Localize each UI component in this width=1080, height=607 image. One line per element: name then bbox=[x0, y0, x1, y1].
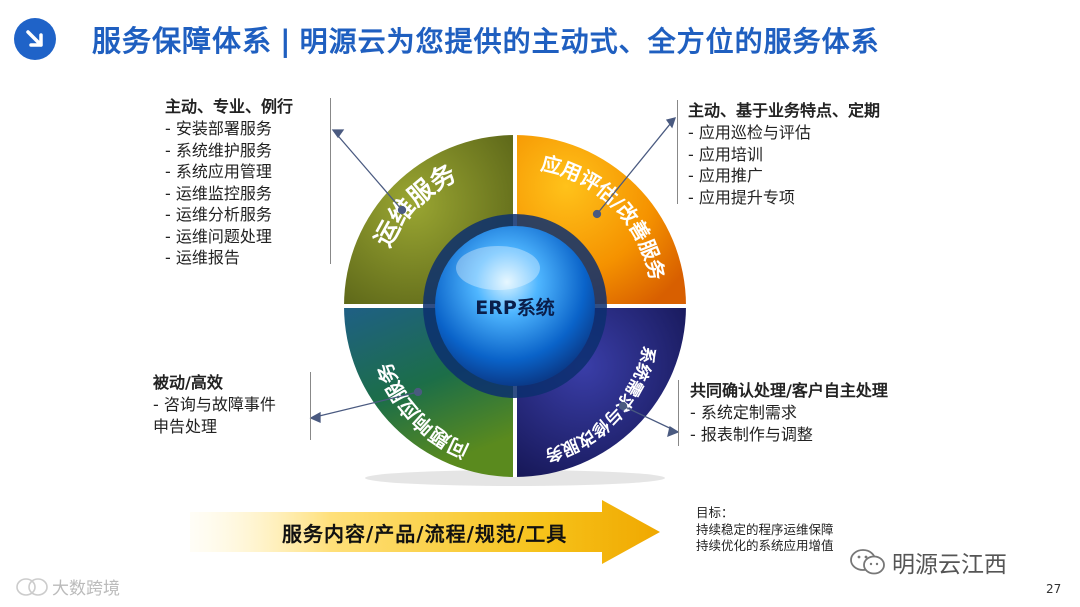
block-item: - 运维报告 bbox=[165, 248, 240, 267]
block-item: - 系统定制需求 bbox=[690, 403, 797, 422]
goal-block: 目标： 持续稳定的程序运维保障 持续优化的系统应用增值 bbox=[696, 505, 834, 555]
block-item: - 系统维护服务 bbox=[165, 140, 272, 160]
block-item: - 安装部署服务 bbox=[165, 119, 272, 138]
wheel-shadow bbox=[365, 470, 665, 486]
connector-top-right bbox=[596, 117, 676, 215]
connector-arrowhead bbox=[331, 129, 345, 139]
bracket-bottom-left bbox=[310, 372, 311, 440]
block-item: - 应用推广 bbox=[688, 166, 763, 185]
slide-header: 服务保障体系|明源云为您提供的主动式、全方位的服务体系 bbox=[0, 0, 1080, 78]
block-item: - 运维监控服务 bbox=[165, 183, 272, 203]
watermark-right-text: 明源云江西 bbox=[892, 552, 1007, 578]
block-bottom-left-head: 被动/高效 bbox=[153, 373, 223, 392]
bracket-top-right bbox=[677, 100, 678, 204]
arrow-down-right-icon bbox=[14, 18, 56, 60]
goal-line: 持续稳定的程序运维保障 bbox=[696, 521, 834, 537]
connector-arrowhead bbox=[309, 411, 321, 424]
block-item: - 应用提升专项 bbox=[688, 187, 795, 207]
connector-bottom-left bbox=[310, 391, 419, 419]
block-item: - 运维分析服务 bbox=[165, 205, 272, 224]
block-bottom-right: 共同确认处理/客户自主处理 - 系统定制需求 - 报表制作与调整 bbox=[690, 380, 888, 445]
page-title: 服务保障体系|明源云为您提供的主动式、全方位的服务体系 bbox=[92, 18, 880, 60]
block-bottom-left: 被动/高效 - 咨询与故障事件 申告处理 bbox=[153, 372, 276, 437]
center-highlight bbox=[456, 246, 540, 290]
title-main: 服务保障体系 bbox=[92, 24, 273, 58]
block-item: - 咨询与故障事件 bbox=[153, 395, 276, 414]
goal-line: 持续优化的系统应用增值 bbox=[696, 538, 834, 553]
block-top-left: 主动、专业、例行 - 安装部署服务 - 系统维护服务 - 系统应用管理 - 运维… bbox=[165, 96, 293, 269]
block-bottom-right-head: 共同确认处理/客户自主处理 bbox=[690, 381, 888, 400]
watermark-right: 明源云江西 bbox=[848, 545, 1007, 579]
block-item: 申告处理 bbox=[153, 416, 218, 436]
connector-arrowhead bbox=[665, 117, 676, 129]
block-item: - 运维问题处理 bbox=[165, 226, 272, 246]
banner-arrow bbox=[190, 500, 660, 564]
connector-dot bbox=[592, 209, 602, 219]
connector-bottom-right bbox=[622, 405, 679, 433]
page-number: 27 bbox=[1046, 582, 1062, 596]
connector-dot bbox=[413, 387, 423, 397]
block-top-left-head: 主动、专业、例行 bbox=[165, 97, 294, 116]
goal-line: 目标： bbox=[696, 505, 734, 520]
bracket-top-left bbox=[330, 98, 331, 264]
block-item: - 应用巡检与评估 bbox=[688, 123, 811, 142]
block-item: - 系统应用管理 bbox=[165, 162, 272, 181]
bracket-bottom-right bbox=[678, 380, 679, 446]
block-item: - 报表制作与调整 bbox=[690, 424, 813, 444]
center-sphere[interactable] bbox=[435, 226, 595, 386]
block-item: - 应用培训 bbox=[688, 144, 763, 164]
connector-top-left bbox=[332, 129, 403, 211]
banner-label: 服务内容/产品/流程/规范/工具 bbox=[282, 522, 568, 546]
watermark-left: 大数跨境 bbox=[14, 574, 120, 599]
block-top-right: 主动、基于业务特点、定期 - 应用巡检与评估 - 应用培训 - 应用推广 - 应… bbox=[688, 100, 880, 208]
wechat-icon bbox=[850, 549, 885, 575]
watermark-left-text: 大数跨境 bbox=[52, 579, 120, 599]
connector-arrowhead bbox=[667, 425, 680, 438]
chat-bubble-icon bbox=[16, 577, 48, 596]
connector-dot bbox=[397, 205, 407, 215]
title-separator: | bbox=[280, 24, 292, 58]
block-top-right-head: 主动、基于业务特点、定期 bbox=[688, 101, 881, 120]
title-subtitle: 明源云为您提供的主动式、全方位的服务体系 bbox=[299, 25, 880, 58]
center-label: ERP系统 bbox=[475, 296, 555, 319]
connector-dot bbox=[618, 401, 628, 411]
